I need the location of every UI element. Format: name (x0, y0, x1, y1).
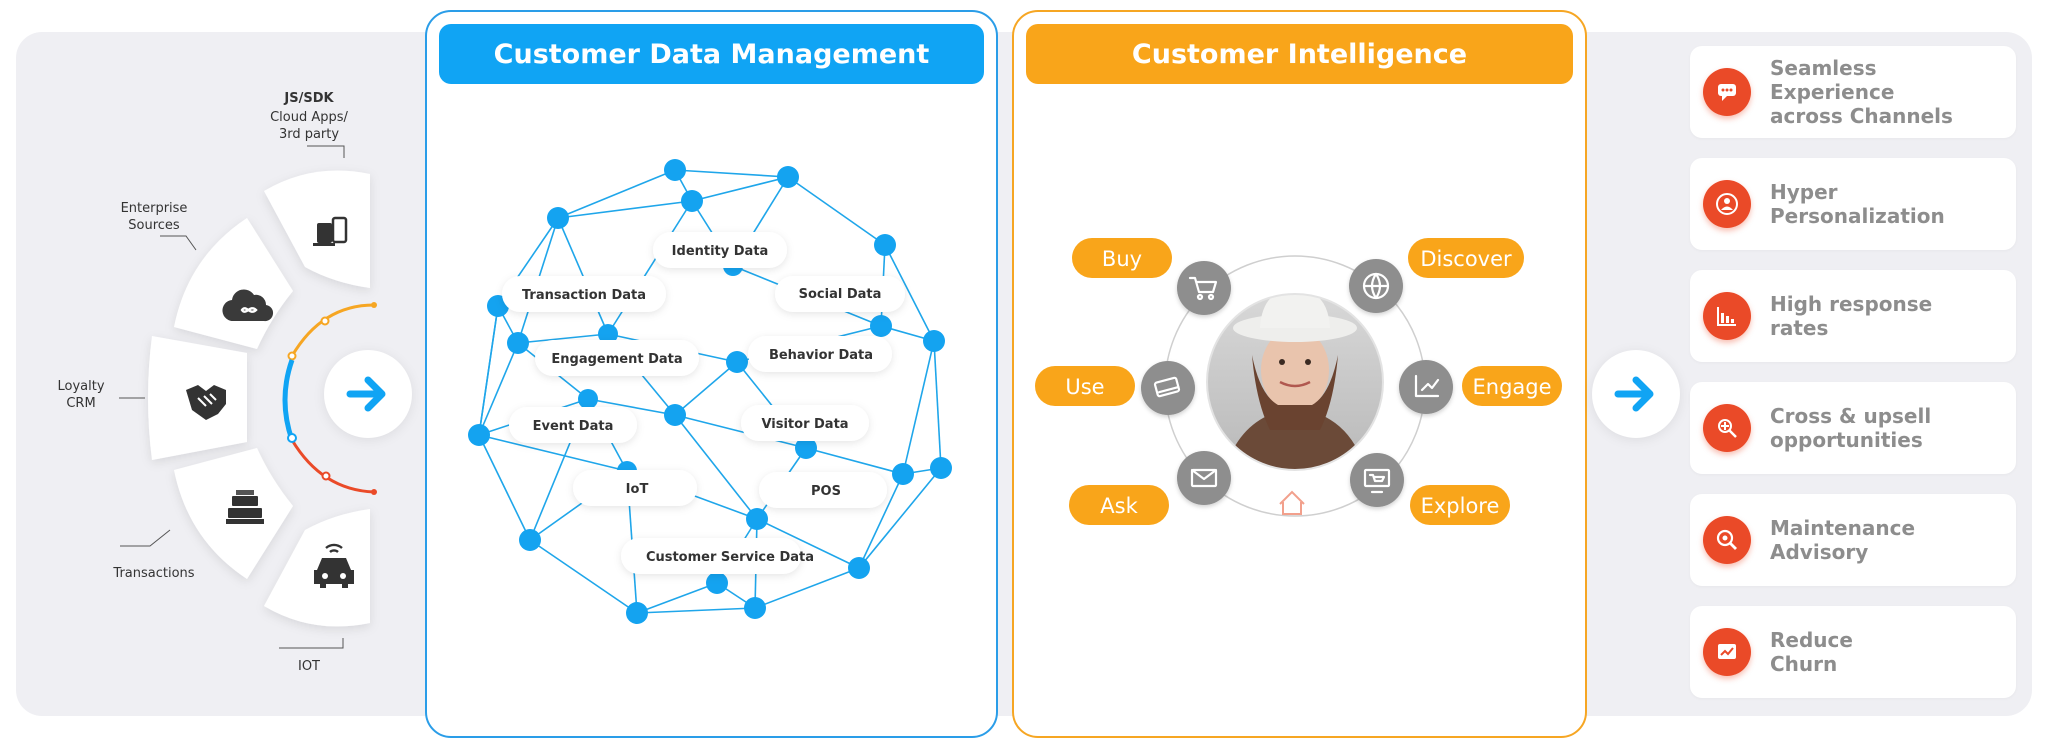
label-cloud-apps: Cloud Apps/ (270, 110, 348, 125)
label-behavior-data: Behavior Data (769, 348, 873, 363)
action-use-label: Use (1065, 375, 1104, 399)
connected-car-icon (314, 543, 354, 588)
chat-bubble-icon (1703, 68, 1751, 116)
person-target-icon (1703, 180, 1751, 228)
label-engagement-data: Engagement Data (551, 352, 682, 367)
benefit-card-response: High response rates (1690, 270, 2016, 362)
cloud-icon (222, 289, 274, 322)
benefit-card-seamless: Seamless Experience across Channels (1690, 46, 2016, 138)
action-engage-label: Engage (1472, 375, 1551, 399)
pill-explore[interactable] (1410, 485, 1510, 525)
customer-photo (1207, 294, 1383, 470)
pill-buy[interactable] (1072, 238, 1172, 278)
petal-enterprise (174, 218, 293, 349)
line-chart-icon (1703, 628, 1751, 676)
label-box-social-data (775, 276, 905, 312)
cash-register-icon (226, 490, 264, 524)
label-box-engagement-data (535, 340, 699, 376)
benefit-text: Maintenance Advisory (1770, 516, 1916, 564)
benefit-text: High response rates (1770, 292, 1933, 340)
label-box-visitor-data (741, 405, 869, 441)
action-explore-label: Explore (1421, 494, 1500, 518)
label-box-pos (759, 472, 887, 508)
label-jssdk: JS/SDK (283, 91, 334, 106)
pill-engage[interactable] (1462, 366, 1562, 406)
label-third-party: 3rd party (279, 127, 339, 142)
benefit-text: Hyper Personalization (1770, 180, 1945, 228)
label-event-data: Event Data (533, 419, 614, 434)
handshake-icon (1703, 404, 1751, 452)
pill-use[interactable] (1035, 366, 1135, 406)
credit-card-icon (1141, 361, 1195, 415)
label-enterprise: Enterprise (121, 201, 188, 216)
label-transactions: Transactions (112, 566, 194, 581)
data-sources-diagram: JS/SDK Cloud Apps/ 3rd party Enterprise … (57, 91, 377, 674)
label-sources: Sources (128, 218, 180, 233)
pill-discover[interactable] (1408, 238, 1524, 278)
devices-icon (313, 216, 348, 246)
benefit-card-maintenance: Maintenance Advisory (1690, 494, 2016, 586)
benefit-card-crosssell: Cross & upsell opportunities (1690, 382, 2016, 474)
label-crm: CRM (66, 396, 95, 411)
action-buy-label: Buy (1102, 247, 1142, 271)
label-pos: POS (811, 484, 841, 499)
magnifier-gear-icon (1703, 516, 1751, 564)
label-box-transaction-data (502, 276, 666, 312)
home-icon (1279, 490, 1305, 515)
benefit-card-churn: Reduce Churn (1690, 606, 2016, 698)
label-iot: IOT (298, 659, 320, 674)
arrow-right-icon (346, 376, 386, 412)
label-box-event-data (509, 407, 637, 443)
arc-red (290, 439, 375, 494)
petal-iot (264, 509, 370, 627)
label-box-behavior-data (748, 336, 892, 372)
pill-ask[interactable] (1069, 485, 1169, 525)
label-transaction-data: Transaction Data (522, 288, 646, 303)
customer-data-management-panel: Customer Data Management (425, 10, 998, 738)
label-box-customer-service-data (621, 538, 801, 574)
arrow-right-icon (1614, 376, 1654, 412)
customer-intelligence-diagram: Buy Discover Use Engage Ask Explore (1035, 238, 1562, 525)
label-box-identity-data (653, 232, 787, 268)
arc-orange (290, 303, 375, 357)
action-ask-label: Ask (1100, 494, 1138, 518)
action-discover-label: Discover (1420, 247, 1512, 271)
arrow-circle-left (324, 350, 412, 438)
cart-icon (1177, 261, 1231, 315)
label-customer-service-data: Customer Service Data (646, 550, 814, 565)
arc-blue (282, 359, 295, 441)
label-visitor-data: Visitor Data (761, 417, 848, 432)
label-iot-data: IoT (626, 482, 649, 497)
arrow-circle-right (1592, 350, 1680, 438)
cdm-title: Customer Data Management (439, 24, 984, 84)
label-identity-data: Identity Data (672, 244, 769, 259)
benefit-text: Reduce Churn (1770, 628, 1853, 676)
label-loyalty: Loyalty (57, 379, 104, 394)
benefit-text: Cross & upsell opportunities (1770, 404, 1932, 452)
benefit-text: Seamless Experience across Channels (1770, 56, 1953, 128)
label-social-data: Social Data (799, 287, 882, 302)
handshake-icon (186, 385, 226, 420)
label-box-iot (573, 470, 697, 506)
ci-title: Customer Intelligence (1026, 24, 1573, 84)
benefit-card-personalization: Hyper Personalization (1690, 158, 2016, 250)
data-network-graph: Transaction Data Identity Data Social Da… (468, 159, 952, 624)
chart-down-icon (1703, 292, 1751, 340)
